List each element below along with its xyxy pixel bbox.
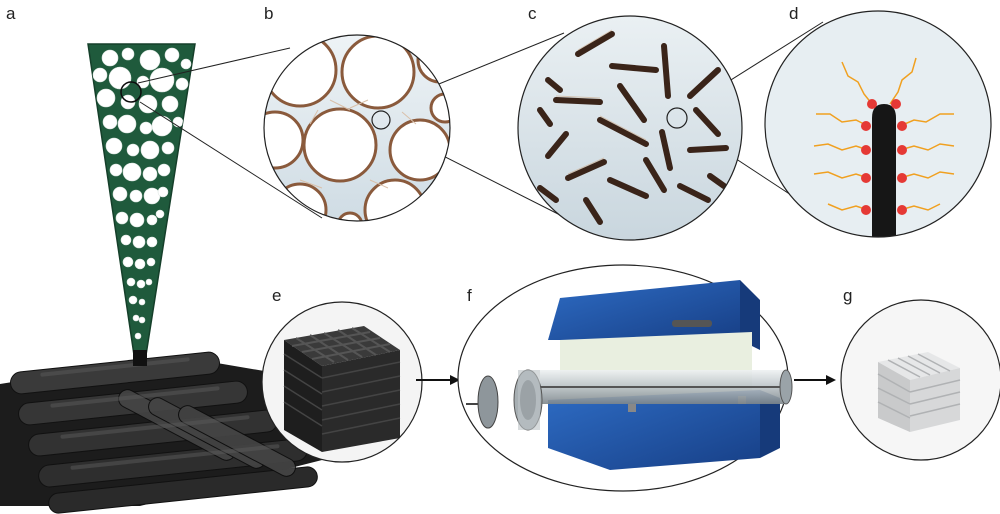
zoom-marker-b: [371, 110, 391, 130]
sintered-cube-circle: [840, 299, 1000, 461]
panel-label-g: g: [843, 286, 853, 305]
panel-label-a: a: [6, 4, 16, 23]
zoom-marker-a: [120, 81, 142, 103]
arrow-right-icon: [794, 375, 836, 385]
print-nozzle: [87, 43, 196, 366]
printed-cube-circle: [261, 301, 423, 463]
fibers-zoom-circle: [517, 15, 743, 241]
tube-furnace-ellipse: [457, 264, 793, 492]
panel-label-c: c: [528, 4, 537, 23]
panel-label-d: d: [789, 4, 799, 23]
arrow-right-icon: [416, 375, 460, 385]
panel-label-f: f: [467, 286, 472, 305]
panel-label-e: e: [272, 286, 282, 305]
panel-label-b: b: [264, 4, 274, 23]
zoom-marker-c: [666, 107, 688, 129]
foam-zoom-circle: [263, 34, 451, 222]
printed-lattice: [0, 351, 330, 514]
ligand-zoom-circle: [764, 10, 992, 238]
